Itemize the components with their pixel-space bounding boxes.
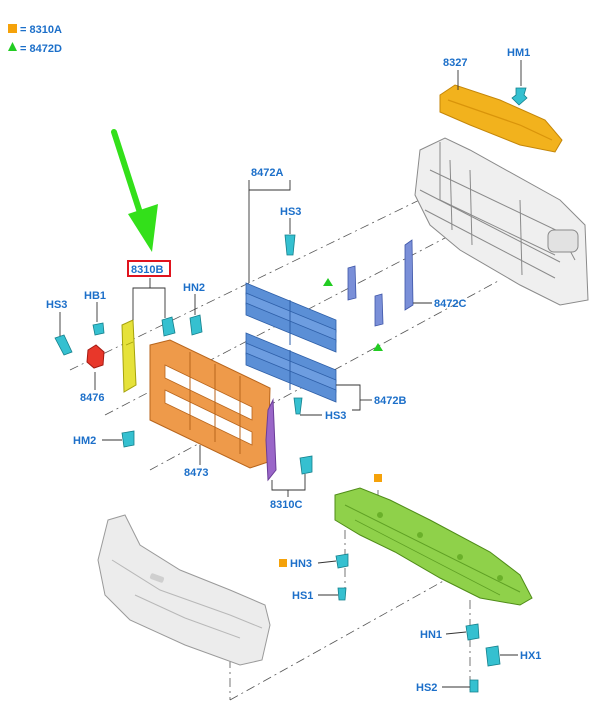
label-hn1: HN1 <box>420 629 442 641</box>
legend-item-8472d: = 8472D <box>20 43 62 55</box>
label-8476: 8476 <box>80 392 104 404</box>
grille-lower-8472b <box>245 332 337 403</box>
label-8310c: 8310C <box>270 499 302 511</box>
label-hs2: HS2 <box>416 682 437 694</box>
bumper-cover <box>97 514 271 666</box>
grille-bracket-8472c <box>347 239 414 327</box>
fastener-hm1 <box>511 87 528 106</box>
legend-triangle-icon <box>8 42 17 51</box>
fastener-hb1-2 <box>161 316 176 337</box>
label-hm2: HM2 <box>73 435 96 447</box>
label-hs3-mid: HS3 <box>325 410 346 422</box>
label-hs3-left: HS3 <box>46 299 67 311</box>
leader-lines <box>59 60 522 688</box>
label-hn3: HN3 <box>290 558 312 570</box>
fasteners <box>54 87 528 693</box>
radiator-shroud-8327 <box>439 84 563 153</box>
bracket-8310c <box>265 398 277 482</box>
part-labels: 8327 HM1 8472A HS3 8310B HB1 HS3 HN2 847… <box>46 47 541 694</box>
legend-square-icon <box>8 24 17 33</box>
radiator-support-frame <box>414 137 589 306</box>
label-hs1: HS1 <box>292 590 313 602</box>
label-hm1: HM1 <box>507 47 530 59</box>
label-8472b: 8472B <box>374 395 406 407</box>
fastener-hs3-top <box>284 234 296 256</box>
legend-item-8310a: = 8310A <box>20 24 62 36</box>
fastener-hn3 <box>335 553 349 569</box>
fastener-hs1 <box>337 587 347 601</box>
label-hb1: HB1 <box>84 290 106 302</box>
label-8472a: 8472A <box>251 167 283 179</box>
label-8327: 8327 <box>443 57 467 69</box>
label-8473: 8473 <box>184 467 208 479</box>
label-8310b: 8310B <box>131 264 163 276</box>
fastener-hs3-left <box>54 334 73 356</box>
fastener-hb1 <box>92 322 105 336</box>
indicator-8472d-icon <box>323 278 333 286</box>
grille-upper-8472a <box>245 282 337 353</box>
indicator-8472d-icon <box>373 343 383 351</box>
legend: = 8310A = 8472D <box>8 24 62 55</box>
label-hs3-top: HS3 <box>280 206 301 218</box>
label-8472c: 8472C <box>434 298 466 310</box>
label-hn2: HN2 <box>183 282 205 294</box>
reinforcement-8473 <box>149 339 271 469</box>
green-arrow-icon <box>111 129 158 252</box>
fastener-hn1 <box>465 623 480 641</box>
indicator-8310a-icon <box>374 474 382 482</box>
fastener-hn2 <box>189 314 203 336</box>
splash-shield <box>334 487 533 606</box>
part-8476 <box>86 344 105 369</box>
fastener-hs2 <box>469 679 479 693</box>
fastener-hx1 <box>485 645 501 667</box>
fastener-hm2 <box>121 430 135 448</box>
label-hx1: HX1 <box>520 650 541 662</box>
indicator-8310a-icon <box>279 559 287 567</box>
bracket-8310b <box>121 319 137 393</box>
fastener-8310c <box>299 455 313 475</box>
highlight-box-8310b <box>127 260 171 277</box>
fastener-hs3-mid <box>293 397 303 415</box>
